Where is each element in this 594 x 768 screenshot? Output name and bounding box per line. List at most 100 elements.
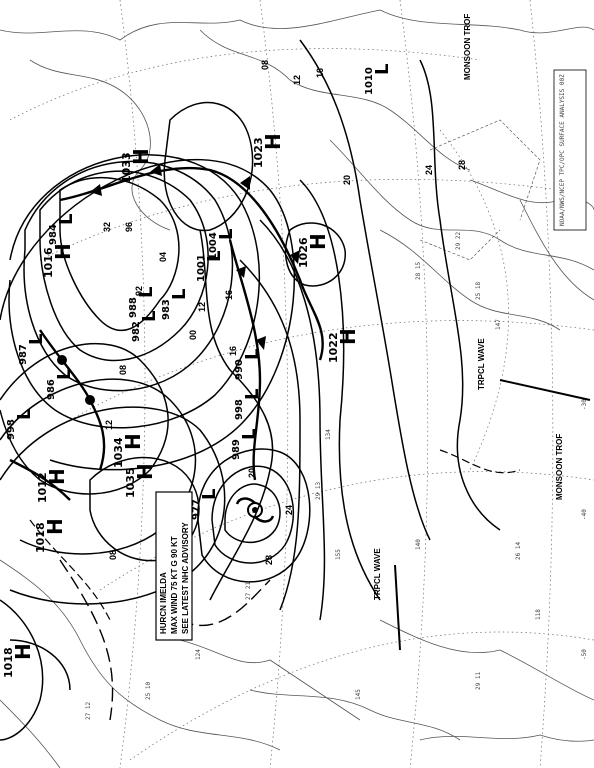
svg-text:29 22: 29 22 [455, 232, 462, 250]
low-pressure-center-l14: L [199, 489, 220, 500]
low-pressure-center-l9: L [136, 287, 157, 298]
low-pressure-value-l3: 984 [48, 224, 59, 245]
isobar-label: 20 [342, 175, 352, 185]
lon-tick-40: -40 [581, 509, 588, 520]
svg-text:29 13: 29 13 [315, 482, 322, 500]
low-pressure-value-l12: 990 [234, 359, 245, 380]
header-strip-text: NOAA/NWS/NCEP TPC/OPC SURFACE ANALYSIS 0… [559, 74, 566, 226]
isobar-label: 08 [260, 60, 270, 70]
advisory-box: HURCN IMELDA MAX WIND 75 KT G 90 KT SEE … [155, 491, 193, 641]
svg-text:145: 145 [355, 689, 362, 700]
station-observations: 29 22 25 18 147 28 15 134 29 13 155 140 … [85, 232, 542, 720]
borders [419, 119, 541, 261]
warm-front [9, 458, 71, 501]
high-pressure-center-h1: H [129, 148, 153, 165]
feature-labels: MONSOON TROF MONSOON TROF TRPCL WAVE TRP… [373, 14, 588, 660]
high-pressure-center-h3: H [306, 233, 330, 250]
svg-text:27 12: 27 12 [85, 702, 92, 720]
high-pressure-value-h10: 1012 [36, 472, 49, 503]
high-pressure-value-h6: 1034 [112, 437, 125, 468]
high-pressure-value-h2: 1023 [252, 137, 265, 168]
trpcl-wave-line-1 [499, 379, 591, 401]
svg-text:140: 140 [415, 539, 422, 550]
svg-text:118: 118 [535, 609, 542, 620]
svg-text:134: 134 [325, 429, 332, 440]
isobar-label: 24 [424, 165, 434, 175]
low-pressure-value-l1: 1010 [364, 67, 375, 95]
isobar-label: 20 [247, 468, 257, 478]
isobar-label: 04 [158, 252, 168, 262]
high-pressure-value-h7: 1035 [124, 467, 137, 498]
high-pressure-value-h5: 1016 [42, 247, 55, 278]
isobar-label: 16 [228, 346, 238, 356]
low-pressure-value-l10: 983 [161, 299, 172, 320]
high-pressure-center-h10: H [45, 468, 69, 485]
high-pressure-center-h2: H [261, 133, 285, 150]
lon-tick-50: -50 [581, 649, 588, 660]
chart-labels: H1033H1023H1026H1022H1016H1034H1035H1018… [2, 60, 467, 678]
svg-text:147: 147 [495, 319, 502, 330]
high-pressure-center-h8: H [43, 518, 67, 535]
low-pressure-center-l1: L [372, 64, 393, 75]
svg-text:28 15: 28 15 [415, 262, 422, 280]
hurricane-symbol [235, 497, 275, 523]
coastlines [0, 9, 594, 768]
low-pressure-value-l13: 989 [231, 439, 242, 460]
high-pressure-value-h3: 1026 [297, 237, 310, 268]
advisory-line-1: HURCN IMELDA [159, 572, 168, 634]
svg-text:155: 155 [335, 549, 342, 560]
high-pressure-center-h6: H [121, 433, 145, 450]
low-pressure-value-l14: 977 [191, 499, 202, 520]
low-pressure-center-l11: L [242, 389, 263, 400]
isobar-label: 08 [108, 550, 118, 560]
low-pressure-center-l13: L [239, 429, 260, 440]
low-pressure-center-l7: L [14, 409, 35, 420]
advisory-line-2: MAX WIND 75 KT G 90 KT [170, 536, 179, 634]
low-pressure-center-l6: L [54, 369, 75, 380]
isobar-label: 00 [188, 330, 198, 340]
low-pressure-center-l12: L [242, 349, 263, 360]
trpcl-wave-label-1: TRPCL WAVE [477, 338, 486, 390]
advisory-line-3: SEE LATEST NHC ADVISORY [181, 522, 190, 634]
low-pressure-value-l2: 1004 [208, 232, 219, 260]
low-pressure-center-l2: L [216, 229, 237, 240]
isobar-label: 12 [104, 420, 114, 430]
isobar-label: 24 [284, 505, 294, 515]
svg-text:25 10: 25 10 [145, 682, 152, 700]
low-pressure-value-l7: 998 [6, 419, 17, 440]
cold-front-1 [59, 166, 324, 361]
isobar-label: 08 [118, 365, 128, 375]
low-pressure-center-l3: L [56, 214, 77, 225]
isobar-label: 96 [124, 222, 134, 232]
high-pressure-value-h4: 1022 [327, 332, 340, 363]
low-pressure-center-l10: L [169, 289, 190, 300]
cold-front-2 [228, 239, 262, 481]
isobar-label: 28 [264, 555, 274, 565]
svg-text:29 11: 29 11 [475, 672, 482, 690]
low-pressure-value-l6: 986 [46, 379, 57, 400]
high-pressure-value-h1: 1033 [120, 152, 133, 183]
trpcl-wave-label-2: TRPCL WAVE [373, 548, 382, 600]
svg-text:25 18: 25 18 [475, 282, 482, 300]
isobar-label: 16 [315, 68, 325, 78]
svg-text:26 14: 26 14 [515, 542, 522, 560]
monsoon-trof-label-2: MONSOON TROF [555, 434, 564, 500]
fronts [9, 164, 324, 621]
isobar-label: 92 [134, 286, 144, 296]
low-pressure-center-l5: L [26, 334, 47, 345]
low-pressure-value-l8: 1001 [196, 254, 207, 282]
svg-text:124: 124 [195, 649, 202, 660]
isobar-label: 32 [102, 222, 112, 232]
lon-tick-30: -30 [581, 399, 588, 410]
high-pressure-value-h9: 1018 [2, 647, 15, 678]
high-pressure-value-h8: 1018 [34, 522, 47, 553]
low-pressure-center-l4: L [139, 311, 160, 322]
low-pressure-value-l9: 988 [128, 297, 139, 318]
low-pressure-value-l4: 982 [131, 321, 142, 342]
low-pressure-value-l11: 998 [234, 399, 245, 420]
tropical-waves [394, 379, 591, 651]
low-pressure-value-l5: 987 [18, 344, 29, 365]
high-pressure-center-h9: H [11, 643, 35, 660]
isobar-label: 12 [292, 75, 302, 85]
svg-text:27 21: 27 21 [245, 582, 252, 600]
